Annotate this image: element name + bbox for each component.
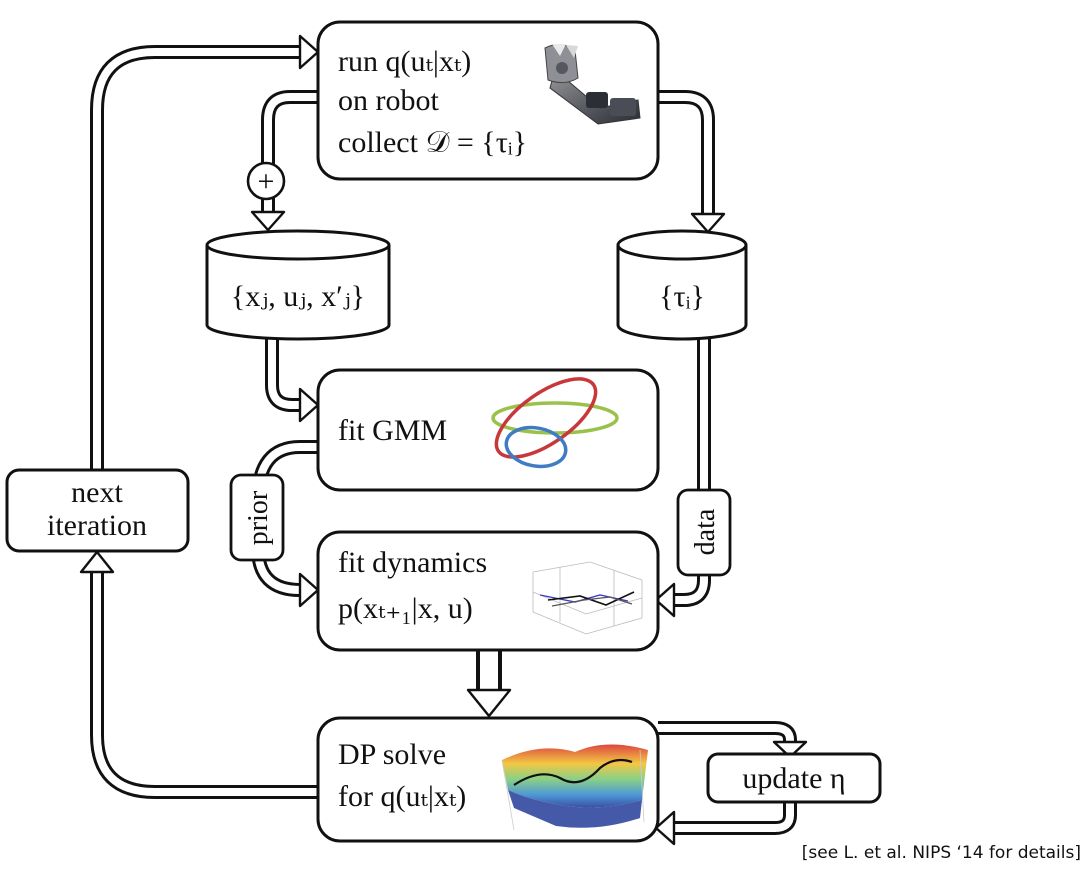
fit-dynamics-line-2: p(xₜ₊₁|x, u) — [338, 592, 473, 625]
arrow-update-to-dp — [654, 802, 797, 846]
plus-node: + — [246, 161, 286, 201]
arrow-dp-to-next — [79, 550, 318, 799]
trajectories-database-label: {τᵢ} — [659, 280, 705, 313]
fit-gmm-node: fit GMM — [316, 368, 660, 492]
update-eta-label: update η — [742, 762, 845, 795]
dynamics-plot-image — [532, 561, 643, 635]
arrow-transitions-to-gmm — [265, 338, 320, 423]
connectors — [79, 34, 808, 846]
next-iteration-node: next iteration — [5, 468, 190, 553]
fit-dynamics-node: fit dynamics p(xₜ₊₁|x, u) — [316, 530, 660, 652]
value-surface-image — [501, 744, 648, 831]
update-eta-node: update η — [706, 752, 882, 804]
run-policy-line-3: collect 𝒟 = {τᵢ} — [338, 126, 527, 159]
robot-arm-image — [544, 44, 641, 125]
run-policy-line-1: run q(uₜ|xₜ) — [338, 45, 471, 78]
data-tag: data — [676, 488, 732, 577]
next-iteration-line-2: iteration — [47, 509, 147, 542]
transitions-database-label: {xⱼ, uⱼ, x′ⱼ} — [231, 280, 365, 313]
arrow-run-to-transitions — [250, 90, 318, 232]
fit-gmm-label: fit GMM — [338, 414, 447, 447]
dp-solve-node: DP solve for q(uₜ|xₜ) — [316, 716, 660, 843]
run-policy-line-2: on robot — [338, 84, 439, 117]
fit-dynamics-line-1: fit dynamics — [338, 546, 487, 579]
gmm-ellipses-image — [491, 377, 619, 469]
citation-caption: [see L. et al. NIPS ‘14 for details] — [802, 843, 1081, 863]
plus-sign: + — [258, 165, 275, 198]
arrow-trajectories-data-to-dynamics — [654, 338, 711, 618]
next-iteration-line-1: next — [71, 476, 123, 509]
data-label: data — [690, 508, 721, 555]
arrow-dynamics-to-dp — [466, 650, 512, 718]
trajectories-database: {τᵢ} — [616, 229, 748, 341]
dp-solve-line-1: DP solve — [338, 738, 446, 771]
loop-arrow-to-run — [90, 34, 320, 470]
prior-tag: prior — [229, 473, 285, 562]
run-policy-node: run q(uₜ|xₜ) on robot collect 𝒟 = {τᵢ} — [316, 20, 660, 181]
prior-label: prior — [243, 490, 274, 545]
arrow-dp-to-update — [658, 721, 808, 759]
dp-solve-line-2: for q(uₜ|xₜ) — [338, 780, 466, 813]
transitions-database: {xⱼ, uⱼ, x′ⱼ} — [205, 229, 391, 341]
arrow-run-to-trajectories — [658, 90, 726, 234]
